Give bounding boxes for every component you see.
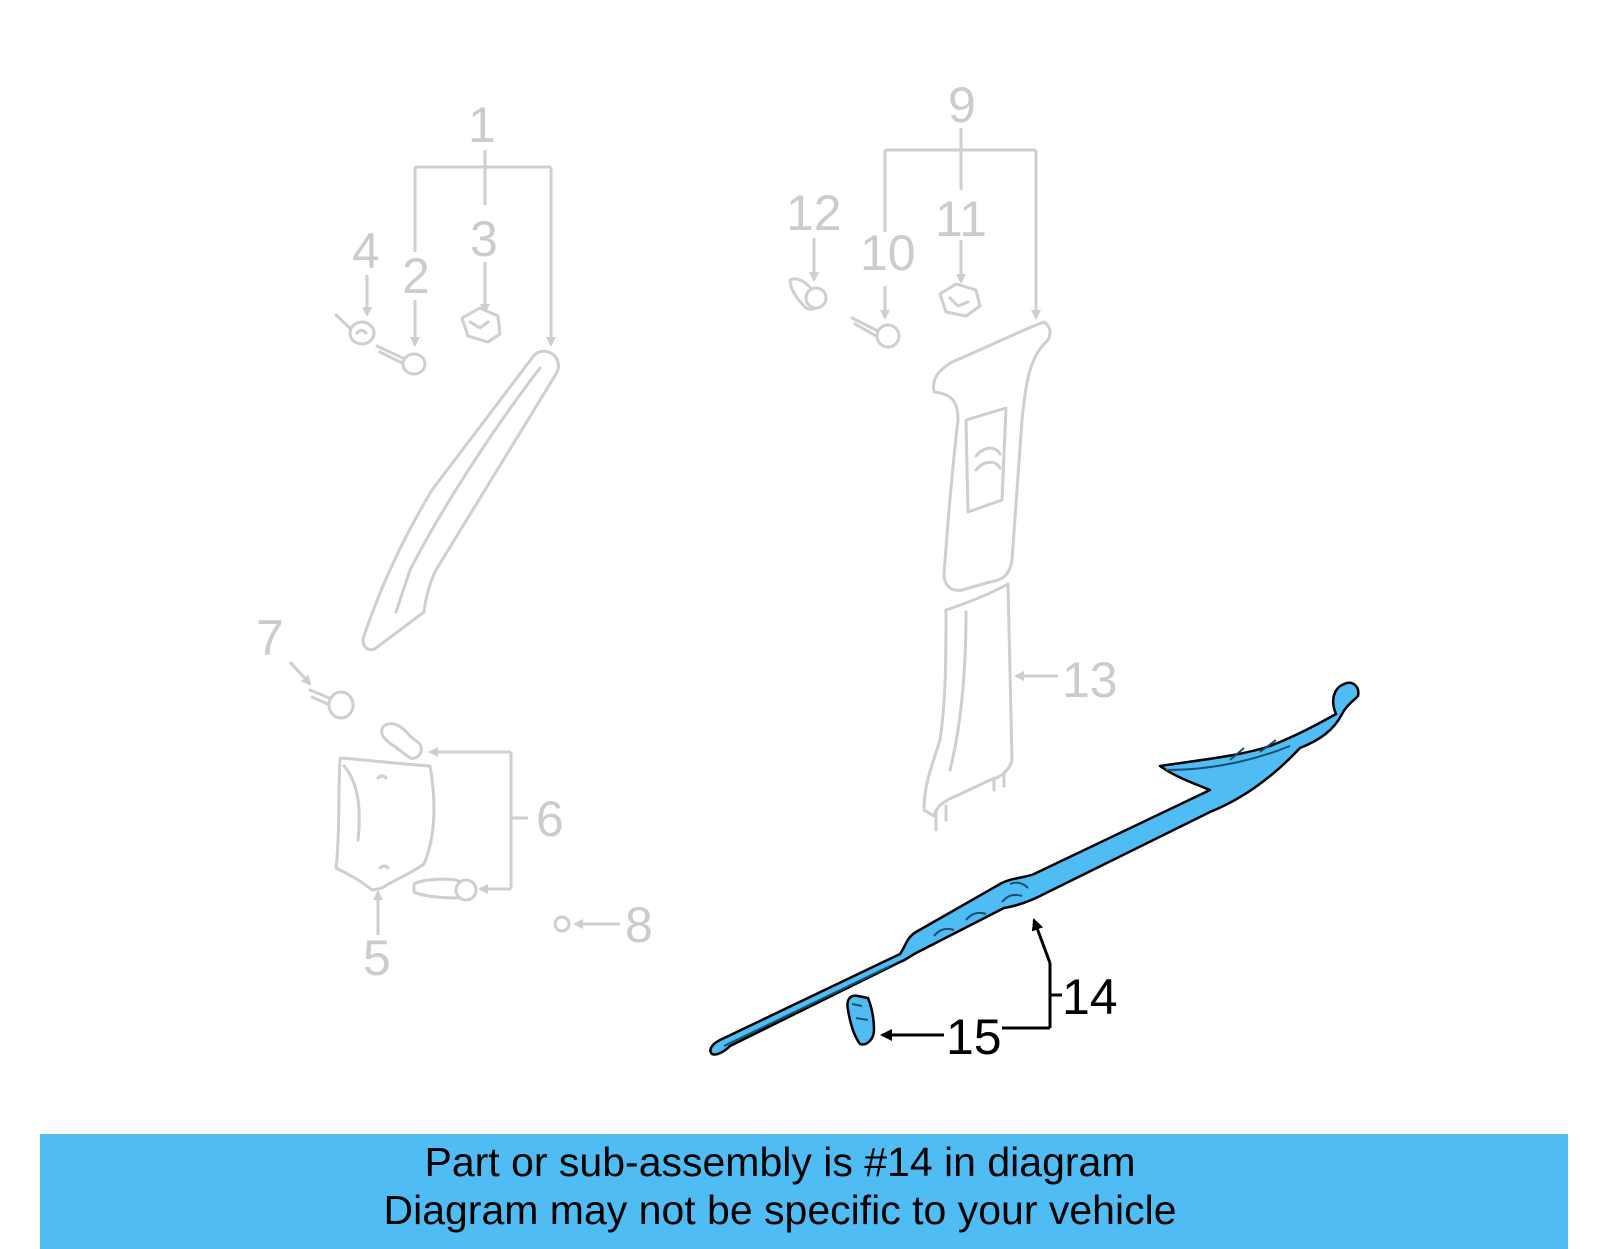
bracket-1 — [362, 150, 556, 347]
screw-12 — [788, 277, 828, 311]
screw-6-lower — [412, 877, 478, 902]
scuff-plate-highlighted[interactable] — [709, 681, 1360, 1056]
leader-14-15 — [880, 918, 1062, 1041]
callout-14: 14 — [1062, 969, 1118, 1025]
screw-4 — [334, 313, 376, 346]
callout-12: 12 — [786, 185, 842, 241]
banner-part-note: Part or sub-assembly is #14 in diagram — [424, 1139, 1136, 1185]
clip-3 — [460, 306, 502, 344]
callout-2: 2 — [402, 248, 430, 304]
callout-15: 15 — [946, 1009, 1002, 1065]
callout-7: 7 — [256, 610, 284, 666]
clip-8 — [553, 915, 571, 933]
callout-8: 8 — [625, 897, 653, 953]
screw-6-upper — [380, 722, 423, 760]
clip-15-highlighted[interactable] — [846, 994, 876, 1046]
kick-panel — [334, 756, 436, 892]
screw-2 — [375, 344, 427, 376]
a-pillar-garnish — [361, 349, 560, 652]
callout-1: 1 — [468, 97, 496, 153]
screw-7 — [308, 688, 355, 720]
b-pillar-lower-trim — [922, 582, 1014, 818]
callout-9: 9 — [948, 77, 976, 133]
screw-10 — [850, 316, 901, 349]
clip-11 — [938, 282, 982, 318]
callout-6: 6 — [536, 791, 564, 847]
callout-5: 5 — [363, 930, 391, 986]
callout-11: 11 — [935, 191, 987, 247]
callout-3: 3 — [470, 211, 498, 267]
info-banner: Part or sub-assembly is #14 in diagram D… — [40, 1134, 1568, 1249]
callout-10: 10 — [860, 225, 916, 281]
bracket-6 — [428, 747, 528, 894]
callout-13: 13 — [1062, 652, 1118, 708]
b-pillar-upper-trim — [932, 320, 1052, 592]
banner-disclaimer: Diagram may not be specific to your vehi… — [383, 1187, 1177, 1233]
bracket-9 — [809, 128, 1041, 320]
callout-4: 4 — [352, 223, 380, 279]
